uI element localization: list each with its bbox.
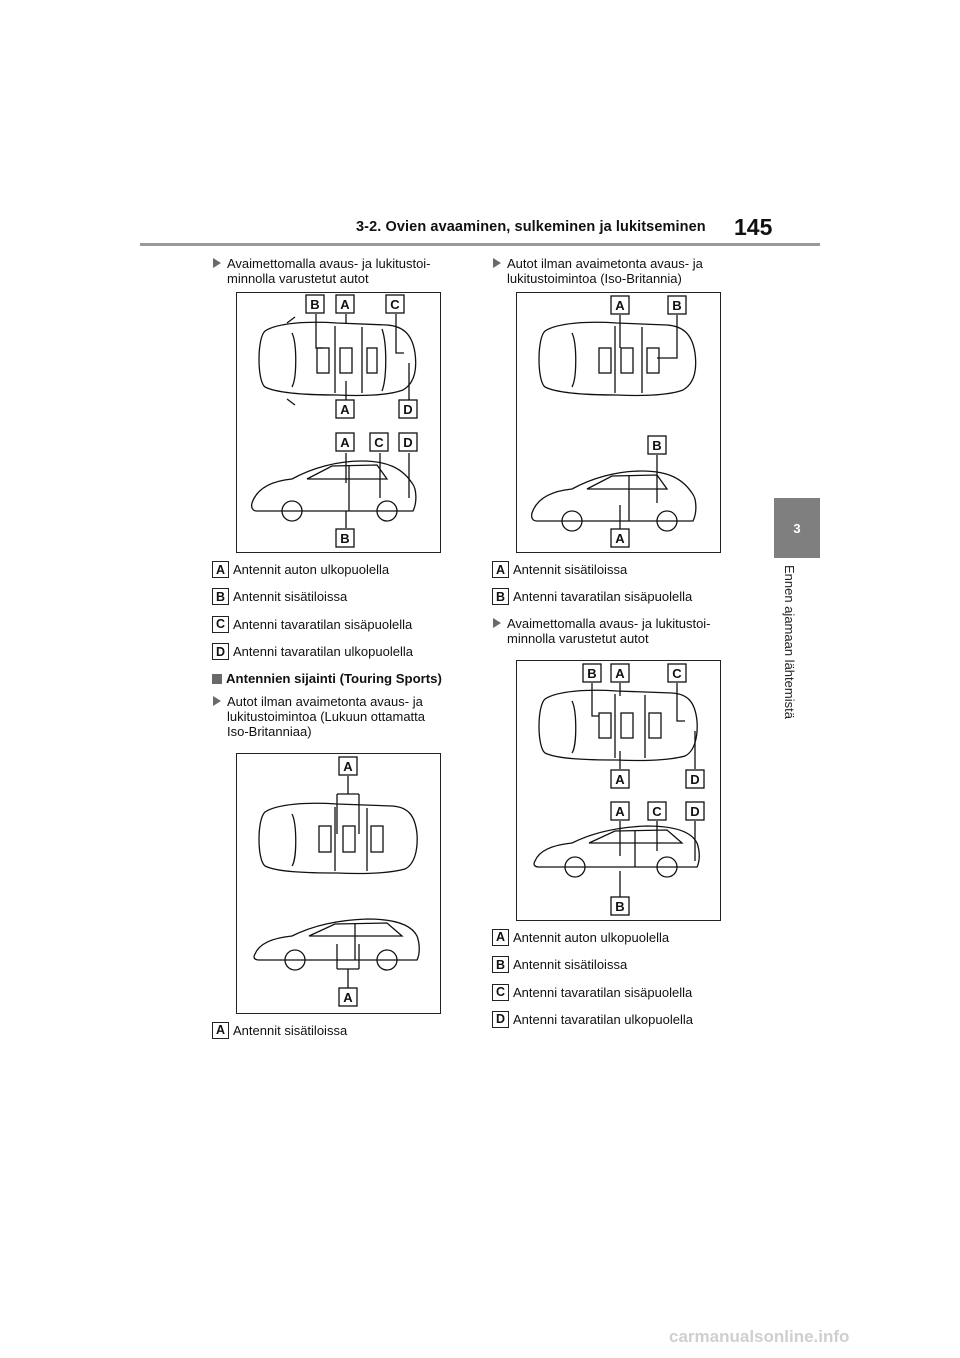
section-heading: Antennien sijainti (Touring Sports) <box>212 671 472 687</box>
legend-badge: A <box>212 1021 229 1039</box>
antenna-diagram-touring-keyless: B A C A D A C D B <box>516 659 721 921</box>
legend-badge: B <box>492 956 509 974</box>
diagram-label: C <box>672 666 682 681</box>
diagram-label: A <box>340 435 350 450</box>
diagram-label: A <box>615 298 625 313</box>
diagram-label: B <box>672 298 681 313</box>
diagram-label: C <box>390 297 400 312</box>
header-divider <box>140 243 820 246</box>
car-top-view-icon <box>258 802 418 874</box>
diagram-label: C <box>652 804 662 819</box>
car-top-view-icon <box>538 689 698 761</box>
diagram-label: B <box>615 899 624 914</box>
legend-badge: A <box>492 561 509 578</box>
watermark: carmanualsonline.info <box>669 1327 850 1346</box>
car-side-view-icon <box>531 470 697 522</box>
antenna-diagram-uk-non-keyless: A B B A <box>516 292 721 553</box>
diagram-label: D <box>403 435 412 450</box>
legend-badge: C <box>492 983 509 1001</box>
page-number: 145 <box>734 214 773 240</box>
diagram-label: B <box>652 438 661 453</box>
square-bullet-icon <box>212 673 222 684</box>
chapter-tab: 3 <box>774 498 820 558</box>
car-side-view-icon <box>533 825 700 868</box>
diagram-label: A <box>615 531 625 546</box>
antenna-diagram-keyless-hatchback: B A C A D A C D B <box>236 292 441 553</box>
triangle-bullet-icon <box>213 258 221 268</box>
diagram-label: D <box>690 804 699 819</box>
bullet-non-keyless-touring: Autot ilman avaimetonta avaus- ja lukitu… <box>212 694 472 739</box>
legend-badge: B <box>492 588 509 606</box>
car-side-view-icon <box>253 917 420 961</box>
diagram-label: D <box>690 772 699 787</box>
car-top-view-icon <box>258 321 417 397</box>
diagram-label: A <box>615 772 625 787</box>
diagram-label: D <box>403 402 412 417</box>
bullet-keyless-hatchback: Avaimettomalla avaus- ja lukitustoi- min… <box>212 256 472 286</box>
antenna-diagram-touring-non-keyless: A A <box>236 752 441 1014</box>
triangle-bullet-icon <box>493 617 501 628</box>
diagram-label: A <box>340 402 350 417</box>
legend-badge: D <box>212 643 229 661</box>
diagram-label: C <box>374 435 384 450</box>
diagram-label: B <box>310 297 319 312</box>
triangle-bullet-icon <box>493 258 501 268</box>
diagram-label: A <box>343 759 353 774</box>
chapter-side-text: Ennen ajamaan lähtemistä <box>782 565 797 719</box>
bullet-non-keyless-uk: Autot ilman avaimetonta avaus- ja lukitu… <box>492 256 752 286</box>
triangle-bullet-icon <box>213 695 221 706</box>
bullet-keyless-touring: Avaimettomalla avaus- ja lukitustoi- min… <box>492 616 752 646</box>
diagram-label: B <box>340 531 349 546</box>
legend-badge: B <box>212 588 229 606</box>
diagram-label: A <box>615 666 625 681</box>
diagram-label: A <box>343 990 353 1005</box>
diagram-label: A <box>615 804 625 819</box>
diagram-label: A <box>340 297 350 312</box>
diagram-label: B <box>587 666 596 681</box>
section-title: 3-2. Ovien avaaminen, sulkeminen ja luki… <box>356 219 706 235</box>
legend-badge: C <box>212 615 229 633</box>
left-column: Avaimettomalla avaus- ja lukitustoi- min… <box>212 256 472 1049</box>
legend-badge: D <box>492 1010 509 1028</box>
car-top-view-icon <box>538 321 697 397</box>
legend-badge: A <box>492 928 509 946</box>
right-column: Autot ilman avaimetonta avaus- ja lukitu… <box>492 256 752 1038</box>
car-side-view-icon <box>251 460 417 512</box>
legend-badge: A <box>212 561 229 578</box>
